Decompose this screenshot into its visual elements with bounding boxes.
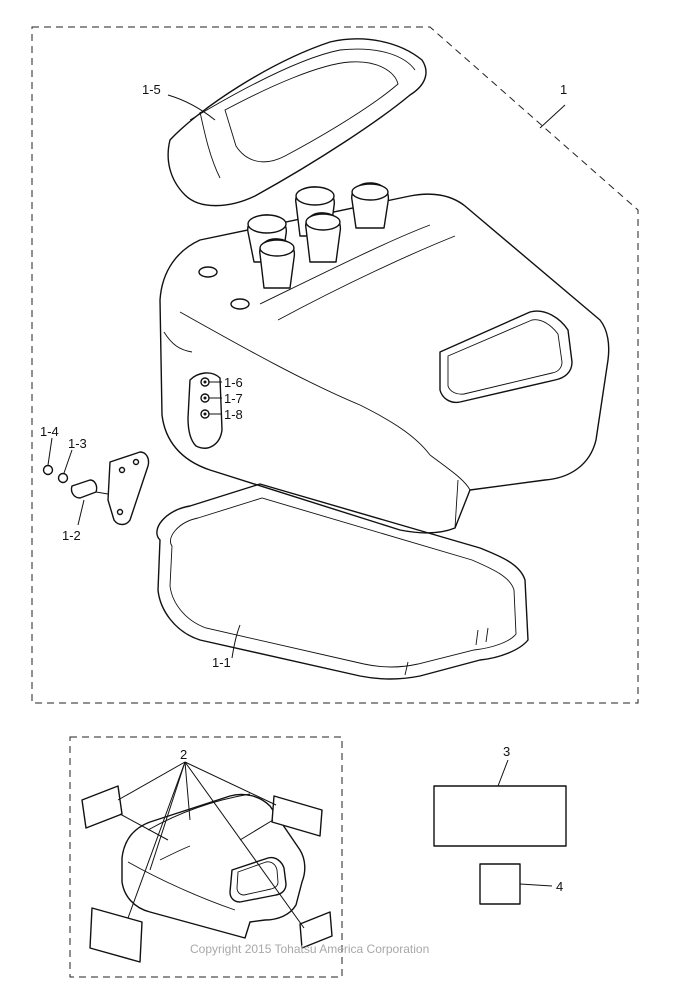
parts-1-2-1-3-1-4-bracket	[42, 451, 150, 526]
screws-1-6-1-8	[200, 377, 210, 419]
decal-cowling-illustration	[121, 793, 306, 939]
label-4: 4	[556, 879, 563, 894]
leader-lines-assembly-1	[47, 94, 566, 659]
part-3-plate	[433, 785, 567, 847]
cowling-tubes	[198, 182, 390, 310]
copyright-notice: Copyright 2015 Tohatsu America Corporati…	[190, 942, 429, 956]
decal-set-2-boundary	[69, 736, 343, 978]
label-3: 3	[503, 744, 510, 759]
label-1-3: 1-3	[68, 436, 87, 451]
label-1-6: 1-6	[224, 375, 243, 390]
label-1-2: 1-2	[62, 528, 81, 543]
part-1-5-top-cover	[167, 38, 427, 207]
label-1-1: 1-1	[212, 655, 231, 670]
part-1-1-gasket	[156, 483, 529, 680]
label-1-5: 1-5	[142, 82, 161, 97]
assembly-1-boundary	[31, 26, 639, 704]
label-1-7: 1-7	[224, 391, 243, 406]
part-4-plate	[479, 863, 521, 905]
leader-4	[519, 883, 553, 887]
leader-lines-2	[117, 761, 305, 929]
main-cowling	[159, 193, 610, 534]
label-2: 2	[180, 747, 187, 762]
leader-3	[497, 759, 509, 787]
decal-pieces	[81, 785, 333, 963]
label-1-8: 1-8	[224, 407, 243, 422]
label-1: 1	[560, 82, 567, 97]
label-1-4: 1-4	[40, 424, 59, 439]
